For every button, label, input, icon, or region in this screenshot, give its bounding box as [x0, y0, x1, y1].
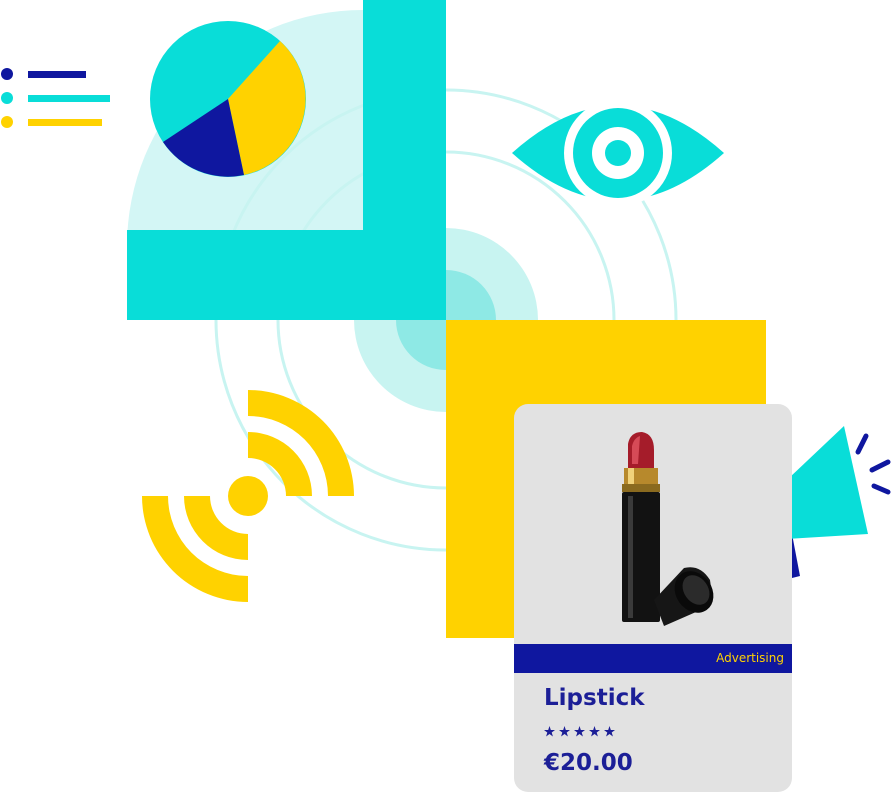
eye-icon — [512, 99, 724, 207]
product-name: Lipstick — [544, 685, 645, 711]
star-icon — [559, 726, 570, 737]
star-icon — [589, 726, 600, 737]
pie-chart-icon — [150, 21, 306, 177]
product-price: €20.00 — [544, 750, 633, 776]
advertising-label: Advertising — [716, 651, 784, 665]
signal-icon — [142, 390, 354, 602]
advertising-band: Advertising — [514, 644, 792, 673]
star-rating — [544, 726, 615, 737]
star-icon — [604, 726, 615, 737]
star-icon — [544, 726, 555, 737]
cyan-corner-shape — [127, 0, 446, 320]
product-card[interactable]: Advertising Lipstick €20.00 — [514, 404, 792, 792]
list-icon — [1, 68, 110, 128]
lipstick-image — [622, 432, 714, 626]
star-icon — [574, 726, 585, 737]
